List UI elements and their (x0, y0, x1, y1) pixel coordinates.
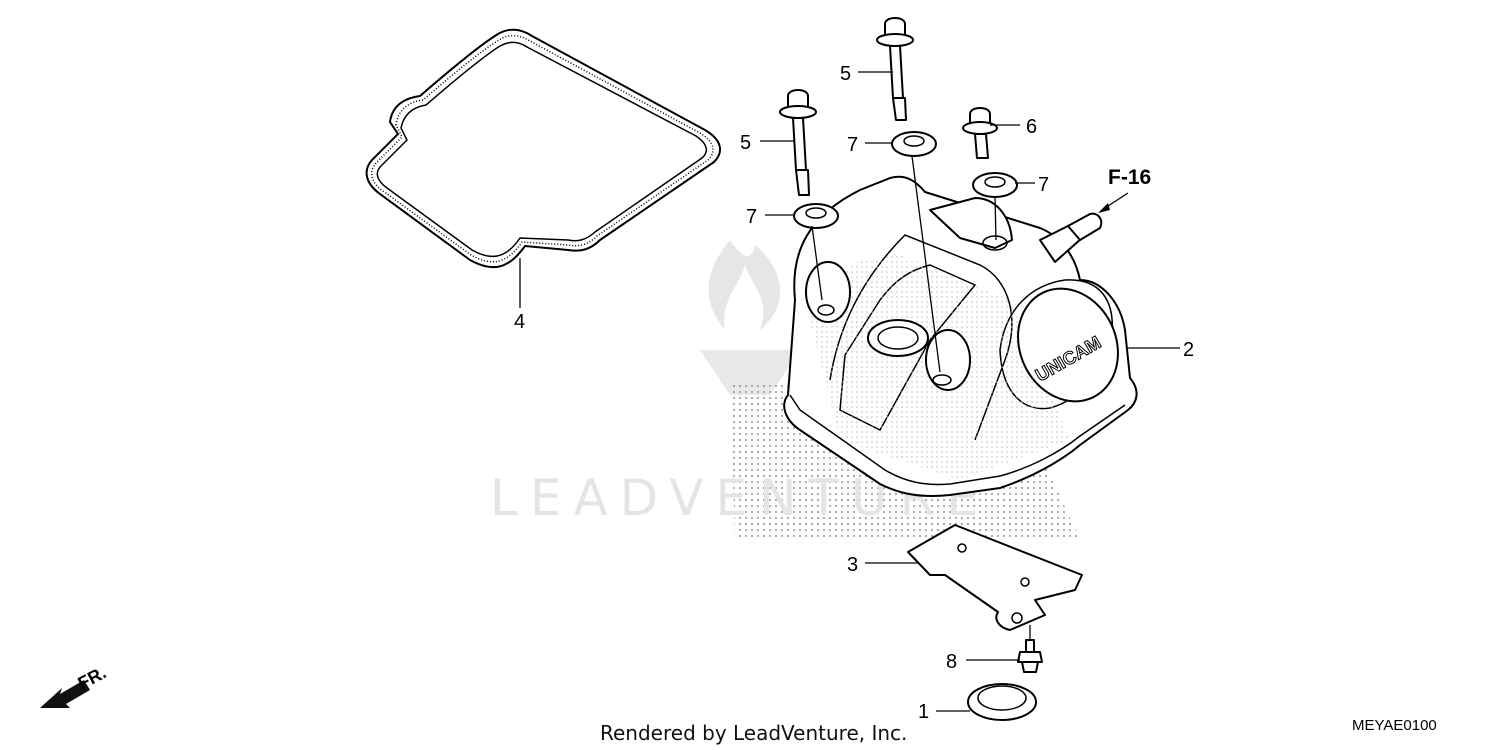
bolt-part-8[interactable] (1017, 639, 1043, 673)
diagram-code: MEYAE0100 (1352, 717, 1437, 734)
credit-text: Rendered by LeadVenture, Inc. (600, 721, 907, 745)
leader-lines (519, 71, 1180, 712)
grommet-part-1[interactable] (967, 683, 1037, 721)
reference-f16[interactable]: F-16 (1098, 166, 1151, 213)
callout-7-left[interactable]: 7 (746, 206, 757, 228)
bolt-part-6[interactable] (962, 107, 998, 159)
washer-part-7-right[interactable] (972, 172, 1018, 198)
front-arrow-icon (40, 680, 90, 708)
washer-part-7-top[interactable] (891, 131, 937, 157)
callout-4[interactable]: 4 (514, 311, 525, 333)
reference-arrow-icon (1098, 203, 1110, 213)
bracket-part-3[interactable] (907, 524, 1083, 631)
gasket-part-4[interactable] (365, 28, 722, 269)
callout-7-right[interactable]: 7 (1038, 174, 1049, 196)
callout-5-left[interactable]: 5 (740, 132, 751, 154)
callout-5-top[interactable]: 5 (840, 63, 851, 85)
callout-2[interactable]: 2 (1183, 339, 1194, 361)
callout-7-top[interactable]: 7 (847, 134, 858, 156)
callout-1[interactable]: 1 (918, 701, 929, 723)
bolt-part-5-top[interactable] (876, 17, 914, 121)
callouts: 1 2 3 4 5 5 6 7 7 7 8 (514, 63, 1194, 723)
bolt-part-5-left[interactable] (779, 89, 817, 196)
alignment-lines (811, 155, 1031, 640)
cylinder-head-cover-part-2[interactable]: UNICAM (783, 175, 1138, 497)
callout-6[interactable]: 6 (1026, 116, 1037, 138)
callout-3[interactable]: 3 (847, 554, 858, 576)
front-direction-indicator: FR. (40, 662, 109, 708)
reference-label[interactable]: F-16 (1108, 166, 1151, 189)
callout-8[interactable]: 8 (946, 651, 957, 673)
washer-part-7-left[interactable] (793, 203, 839, 229)
